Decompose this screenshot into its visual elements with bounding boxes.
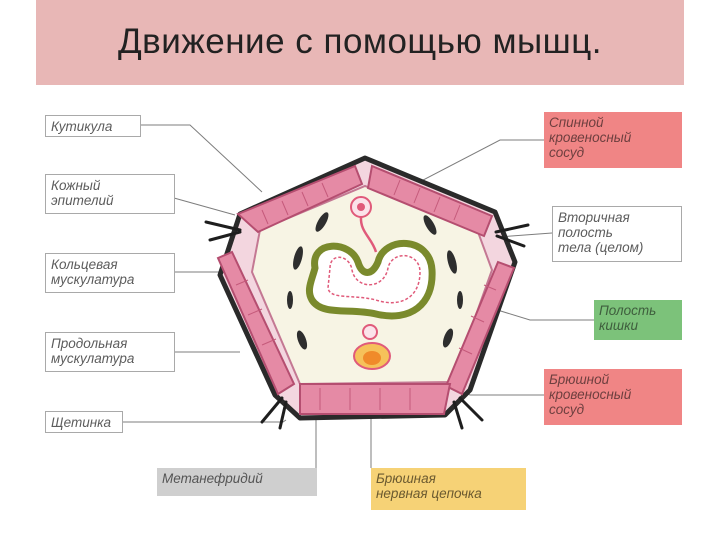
bristle-top-left-2 [208, 230, 242, 242]
leader-skin-epithelium [173, 197, 236, 216]
label-circular-muscles: Кольцевая мускулатура [45, 253, 175, 293]
muscle-striations [235, 179, 497, 410]
bristle-bottom-right [458, 396, 484, 422]
ventral-nerve-chain [353, 342, 391, 370]
label-gut-cavity: Полость кишки [594, 300, 682, 340]
label-metanephridium: Метанефридий [157, 468, 317, 496]
slide-header: Движение с помощью мышц. [36, 0, 684, 85]
dorsal-vessel [350, 196, 378, 253]
bristle-bottom-right-2 [452, 400, 464, 430]
label-skin-epithelium: Кожный эпителий [45, 174, 175, 214]
label-bristle: Щетинка [45, 411, 123, 433]
bristle-top-left [204, 220, 242, 232]
muscle-block-top-left [236, 164, 364, 234]
bristles [204, 220, 530, 430]
muscle-block-bottom [299, 383, 452, 415]
muscle-block-right [444, 260, 516, 396]
metanephridia [287, 212, 463, 350]
label-cuticle: Кутикула [45, 115, 141, 137]
slide-title: Движение с помощью мышц. [117, 22, 603, 61]
bristle-bottom-left [260, 396, 284, 424]
label-ventral-vessel: Брюшной кровеносный сосуд [544, 369, 682, 425]
leader-cuticle [140, 124, 263, 193]
bristle-top-right [494, 223, 530, 234]
leader-bristle [122, 419, 287, 423]
label-nerve-chain: Брюшная нервная цепочка [371, 468, 526, 510]
muscle-block-left [216, 250, 296, 396]
ventral-vessel [362, 324, 378, 340]
gut-cavity [327, 254, 421, 304]
label-secondary-cavity: Вторичная полость тела (целом) [552, 206, 682, 262]
bristle-bottom-left-2 [278, 400, 288, 430]
bristle-top-right-2 [495, 234, 526, 248]
label-dorsal-vessel: Спинной кровеносный сосуд [544, 112, 682, 168]
label-longitudinal-muscles: Продольная мускулатура [45, 332, 175, 372]
